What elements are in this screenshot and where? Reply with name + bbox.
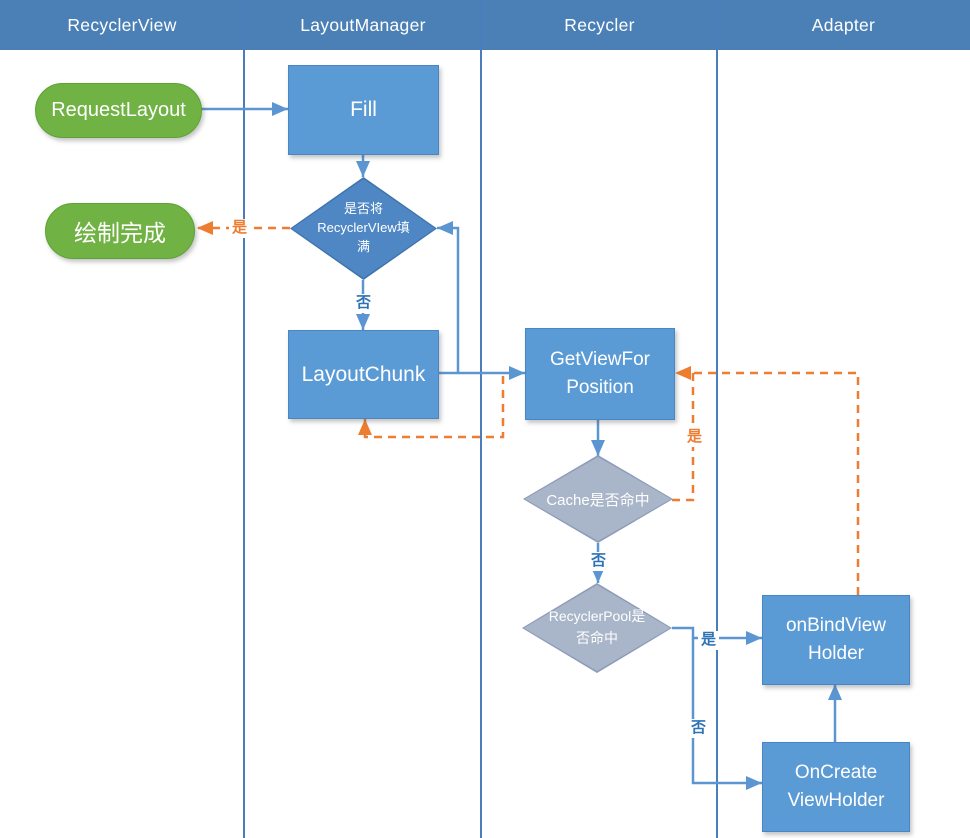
node-on-bind-view-holder-label: onBindView Holder	[785, 614, 886, 665]
lane-header-recyclerview: RecyclerView	[67, 14, 177, 35]
node-fill-decision-label: 是否将 RecyclerVIew填 满	[317, 201, 410, 254]
node-fill-decision: 是否将 RecyclerVIew填 满	[290, 177, 437, 280]
node-draw-complete-label: 绘制完成	[74, 220, 166, 246]
node-on-create-view-holder: OnCreate ViewHolder	[762, 742, 910, 832]
node-on-create-view-holder-label: OnCreate ViewHolder	[787, 761, 885, 812]
lane-header-layoutmanager: LayoutManager	[300, 14, 426, 35]
node-cache-decision: Cache是否命中	[523, 455, 673, 543]
node-get-view-for-position: GetViewFor Position	[525, 328, 675, 420]
lane-header-adapter: Adapter	[811, 14, 876, 35]
node-fill-label: Fill	[350, 98, 377, 121]
edge-layoutchunk-loop-to-decision	[437, 221, 460, 373]
node-on-bind-view-holder: onBindView Holder	[762, 595, 910, 685]
edge-label-cache-yes: 是	[684, 428, 706, 447]
node-layout-chunk: LayoutChunk	[288, 330, 439, 419]
edge-label-cache-no: 否	[588, 552, 610, 571]
lane-header-recycler: Recycler	[564, 14, 635, 35]
edge-pool-no-to-oncreate	[691, 638, 762, 790]
swimlane-header: RecyclerView LayoutManager Recycler Adap…	[0, 0, 970, 50]
edge-label-fill-decision-yes: 是	[229, 219, 251, 238]
node-get-view-for-position-label: GetViewFor Position	[550, 348, 650, 399]
node-pool-decision: RecyclerPool是 否命中	[522, 583, 672, 673]
node-fill: Fill	[288, 65, 439, 155]
lane-divider-1	[243, 0, 245, 838]
node-draw-complete: 绘制完成	[45, 203, 195, 259]
edge-label-pool-no: 否	[688, 719, 710, 738]
edge-label-fill-decision-no: 否	[353, 294, 375, 313]
node-request-layout-label: RequestLayout	[51, 99, 186, 121]
edge-label-pool-yes: 是	[698, 631, 720, 650]
node-request-layout: RequestLayout	[35, 83, 202, 138]
edge-onbind-return-to-getview	[675, 366, 860, 595]
lane-divider-3	[716, 0, 718, 838]
lane-divider-2	[480, 0, 482, 838]
node-pool-decision-label: RecyclerPool是 否命中	[548, 608, 646, 646]
node-cache-decision-label: Cache是否命中	[546, 491, 650, 509]
node-layout-chunk-label: LayoutChunk	[301, 362, 426, 386]
